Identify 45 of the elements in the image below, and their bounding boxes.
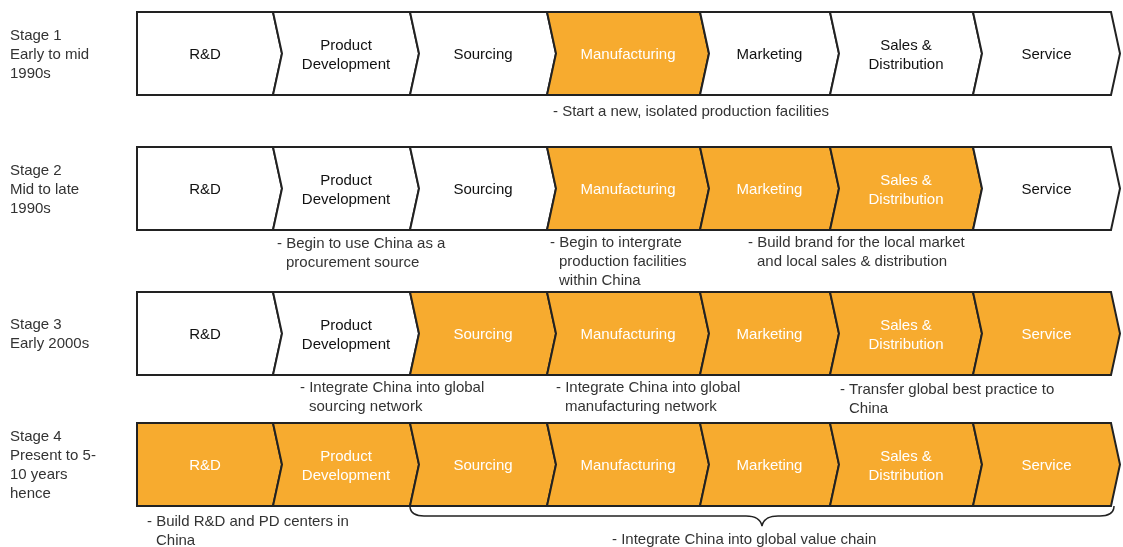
step-label: Sourcing — [453, 324, 513, 343]
stage-label: Stage 4 — [10, 426, 63, 445]
step-label: Manufacturing — [580, 179, 676, 198]
stage-label: Early to mid 1990s — [10, 44, 91, 82]
step-label: R&D — [189, 44, 221, 63]
step-label: Sourcing — [453, 179, 513, 198]
step-label: Product Development — [300, 445, 392, 484]
step-label: Marketing — [736, 179, 803, 198]
note-text: - Build brand for the local market and local sales & distribution — [748, 232, 966, 270]
step-label: Service — [1021, 324, 1072, 343]
stage-label: Early 2000s — [10, 333, 91, 352]
step-label: Manufacturing — [580, 44, 676, 63]
step-label: Service — [1021, 179, 1072, 198]
step-label: Sales & Distribution — [867, 314, 945, 353]
note-text: - Start a new, isolated production facilities — [553, 101, 830, 120]
step-label: R&D — [189, 179, 221, 198]
step-label: Manufacturing — [580, 455, 676, 474]
note-text: - Integrate China into global value chain — [612, 529, 878, 547]
step-label: Sourcing — [453, 44, 513, 63]
step-label: Sales & Distribution — [867, 34, 945, 73]
step-label: Service — [1021, 44, 1072, 63]
step-label: Product Development — [300, 34, 392, 73]
step-label: Product Development — [300, 314, 392, 353]
step-label: Manufacturing — [580, 324, 676, 343]
step-label: Sourcing — [453, 455, 513, 474]
step-label: Service — [1021, 455, 1072, 474]
stage-label: Present to 5-10 years hence — [10, 445, 97, 502]
step-label: Product Development — [300, 169, 392, 208]
stage-label: Stage 1 — [10, 25, 63, 44]
note-text: - Begin to use China as a procurement source — [277, 233, 447, 271]
note-text: - Begin to intergrate production facilities within China — [550, 232, 688, 289]
step-label: Sales & Distribution — [867, 445, 945, 484]
step-label: Marketing — [736, 455, 803, 474]
step-label: Marketing — [736, 324, 803, 343]
step-label: R&D — [189, 324, 221, 343]
step-label: Marketing — [736, 44, 803, 63]
stage-label: Stage 3 — [10, 314, 63, 333]
note-text: - Integrate China into global sourcing network — [300, 377, 486, 415]
stage-label: Stage 2 — [10, 160, 63, 179]
step-label: Sales & Distribution — [867, 169, 945, 208]
note-text: - Build R&D and PD centers in China — [147, 511, 350, 547]
stage-label: Mid to late 1990s — [10, 179, 81, 217]
note-text: - Transfer global best practice to China — [840, 379, 1056, 417]
note-text: - Integrate China into global manufacturing network — [556, 377, 742, 415]
step-label: R&D — [189, 455, 221, 474]
